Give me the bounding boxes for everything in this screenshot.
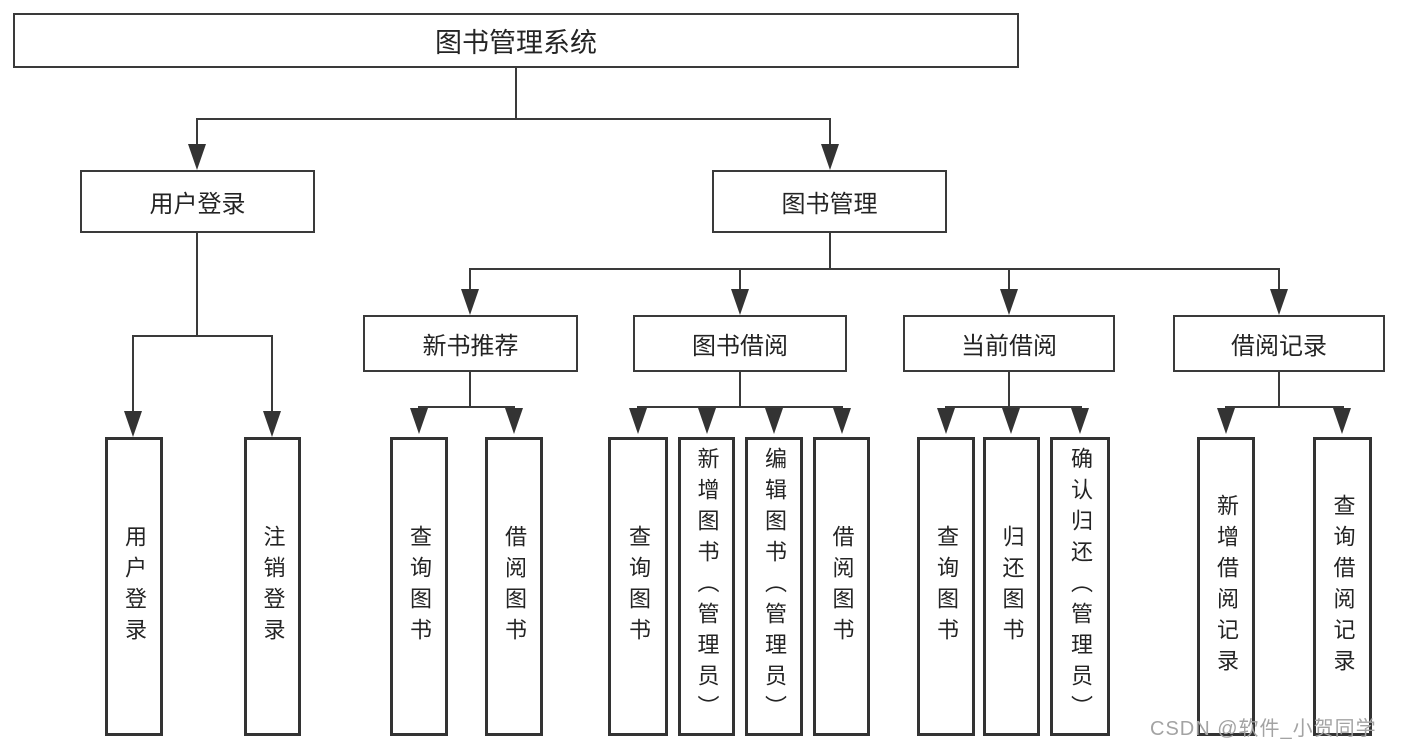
connector-line — [196, 118, 198, 148]
arrow-down-icon — [629, 408, 647, 434]
connector-line — [196, 118, 831, 120]
node-book-borrowing: 图书借阅 — [633, 315, 847, 372]
arrow-down-icon — [461, 289, 479, 315]
connector-line — [829, 233, 831, 270]
connector-line — [1008, 268, 1010, 292]
arrow-down-icon — [124, 411, 142, 437]
connector-line — [739, 268, 741, 292]
leaf-return-books: 归还图书 — [983, 437, 1040, 736]
connector-line — [1008, 372, 1010, 408]
arrow-down-icon — [833, 408, 851, 434]
connector-line — [1278, 372, 1280, 408]
leaf-query-books-current: 查询图书 — [917, 437, 975, 736]
connector-line — [515, 68, 517, 118]
arrow-down-icon — [188, 144, 206, 170]
arrow-down-icon — [731, 289, 749, 315]
arrow-down-icon — [1000, 289, 1018, 315]
arrow-down-icon — [505, 408, 523, 434]
leaf-logout: 注销登录 — [244, 437, 301, 736]
node-library-management-system: 图书管理系统 — [13, 13, 1019, 68]
connector-line — [739, 372, 741, 408]
arrow-down-icon — [1333, 408, 1351, 434]
connector-line — [1278, 268, 1280, 292]
connector-line — [637, 406, 843, 408]
arrow-down-icon — [1071, 408, 1089, 434]
leaf-borrow-books: 借阅图书 — [813, 437, 870, 736]
arrow-down-icon — [937, 408, 955, 434]
node-user-login-branch: 用户登录 — [80, 170, 315, 233]
connector-line — [945, 406, 1082, 408]
leaf-query-borrow-record: 查询借阅记录 — [1313, 437, 1372, 736]
node-book-management: 图书管理 — [712, 170, 947, 233]
connector-line — [418, 406, 515, 408]
arrow-down-icon — [765, 408, 783, 434]
connector-line — [132, 335, 273, 337]
arrow-down-icon — [1270, 289, 1288, 315]
leaf-edit-books-admin: 编辑图书（管理员） — [745, 437, 803, 736]
connector-line — [132, 335, 134, 412]
connector-line — [829, 118, 831, 148]
arrow-down-icon — [821, 144, 839, 170]
leaf-add-borrow-record: 新增借阅记录 — [1197, 437, 1255, 736]
connector-line — [271, 335, 273, 412]
leaf-query-books-recommend: 查询图书 — [390, 437, 448, 736]
node-borrowing-records: 借阅记录 — [1173, 315, 1385, 372]
leaf-confirm-return-admin: 确认归还（管理员） — [1050, 437, 1110, 736]
leaf-add-books-admin: 新增图书（管理员） — [678, 437, 735, 736]
connector-line — [469, 372, 471, 408]
connector-line — [469, 268, 1280, 270]
arrow-down-icon — [1002, 408, 1020, 434]
node-new-book-recommend: 新书推荐 — [363, 315, 578, 372]
connector-line — [1225, 406, 1344, 408]
csdn-watermark: CSDN @软件_小贺同学 — [1150, 718, 1377, 740]
arrow-down-icon — [263, 411, 281, 437]
node-current-borrowing: 当前借阅 — [903, 315, 1115, 372]
connector-line — [196, 233, 198, 337]
connector-line — [469, 268, 471, 292]
arrow-down-icon — [698, 408, 716, 434]
leaf-user-login: 用户登录 — [105, 437, 163, 736]
arrow-down-icon — [1217, 408, 1235, 434]
leaf-borrow-books-recommend: 借阅图书 — [485, 437, 543, 736]
leaf-query-books-borrowing: 查询图书 — [608, 437, 668, 736]
arrow-down-icon — [410, 408, 428, 434]
